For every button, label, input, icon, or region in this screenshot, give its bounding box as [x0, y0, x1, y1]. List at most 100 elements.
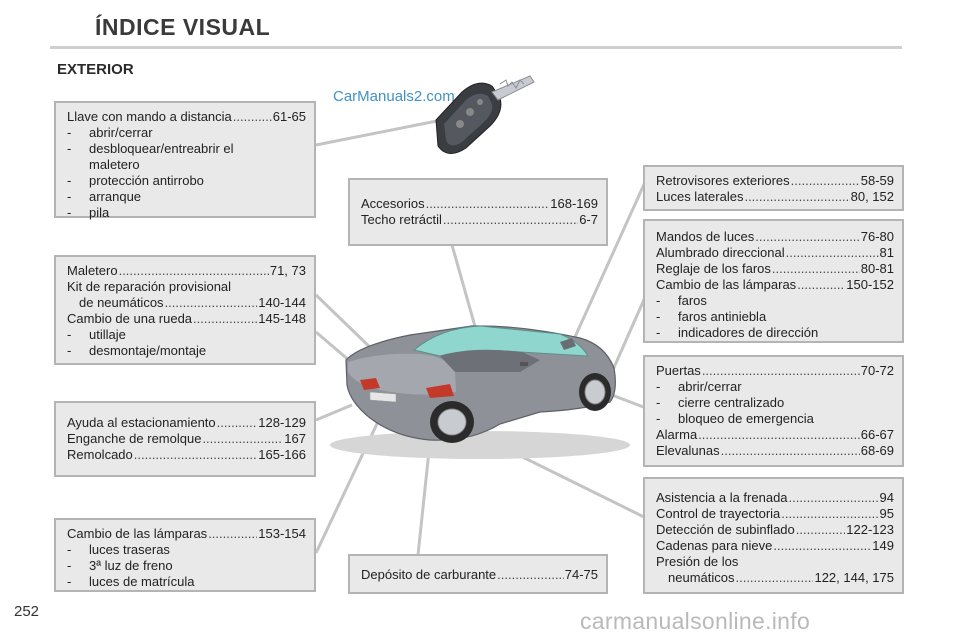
- box-deposito: Depósito de carburante 74-75: [348, 554, 608, 594]
- bullet-continuation: maletero: [67, 157, 306, 173]
- box-puertas: Puertas70-72 -abrir/cerrar -cierre centr…: [643, 355, 904, 467]
- leader-dots: [721, 443, 860, 459]
- bullet-item: -desmontaje/montaje: [67, 343, 207, 358]
- bullet-item: -cierre centralizado: [656, 395, 785, 410]
- entry-pages: 58-59: [860, 173, 894, 188]
- bullet-text: utillaje: [89, 327, 126, 342]
- entry-mandos[interactable]: Mandos de luces76-80: [656, 229, 894, 245]
- leader-dots: [497, 567, 564, 583]
- entry-reglaje[interactable]: Reglaje de los faros80-81: [656, 261, 894, 277]
- bullet-text: desbloquear/entreabrir el: [89, 141, 234, 156]
- entry-deposito[interactable]: Depósito de carburante 74-75: [361, 567, 598, 583]
- entry-pages: 94: [879, 490, 894, 505]
- entry-pages: 95: [879, 506, 894, 521]
- entry-presion[interactable]: Presión de los: [656, 554, 894, 570]
- leader-mandos: [610, 294, 648, 373]
- bullet-item: -pila: [67, 205, 110, 220]
- entry-label: Depósito de carburante: [361, 567, 497, 582]
- watermark-bottom: carmanualsonline.info: [580, 608, 811, 634]
- entry-elevalunas[interactable]: Elevalunas 68-69: [656, 443, 894, 459]
- bullet-item: -faros antiniebla: [656, 309, 767, 324]
- leader-dots: [208, 526, 257, 542]
- bullet-text: cierre centralizado: [678, 395, 785, 410]
- entry-pages: 71, 73: [269, 263, 306, 278]
- entry-remolcado[interactable]: Remolcado165-166: [67, 447, 306, 463]
- entry-alarma[interactable]: Alarma66-67: [656, 427, 894, 443]
- entry-ayuda[interactable]: Ayuda al estacionamiento 128-129: [67, 415, 306, 431]
- key-fob-image: [435, 75, 535, 154]
- bullet-item: -luces traseras: [67, 542, 170, 557]
- entry-pages: 122, 144, 175: [814, 570, 894, 585]
- leader-dots: [789, 490, 879, 506]
- entry-pages: 145-148: [258, 311, 306, 326]
- entry-label: Maletero: [67, 263, 118, 278]
- entry-retrovisores[interactable]: Retrovisores exteriores58-59: [656, 173, 894, 189]
- entry-accesorios[interactable]: Accesorios168-169: [361, 196, 598, 212]
- bullet-item: -desbloquear/entreabrir el: [67, 141, 234, 156]
- entry-label: Elevalunas: [656, 443, 720, 458]
- bullet-item: -abrir/cerrar: [67, 125, 153, 140]
- leader-retrovisores: [568, 179, 648, 349]
- entry-pages: 80, 152: [850, 189, 894, 204]
- entry-alumbrado[interactable]: Alumbrado direccional81: [656, 245, 894, 261]
- entry-lamparas-tras[interactable]: Cambio de las lámparas153-154: [67, 526, 306, 542]
- leader-dots: [755, 229, 859, 245]
- entry-label: Ayuda al estacionamiento: [67, 415, 216, 430]
- leader-dots: [781, 506, 878, 522]
- leader-accesorios: [450, 244, 478, 331]
- leader-dots: [193, 311, 257, 327]
- leader-dots: [233, 109, 272, 125]
- bullet-item: -bloqueo de emergencia: [656, 411, 814, 426]
- entry-neumaticos[interactable]: de neumáticos140-144: [67, 295, 306, 311]
- entry-puertas[interactable]: Puertas70-72: [656, 363, 894, 379]
- leader-dots: [773, 538, 871, 554]
- entry-pages: 165-166: [258, 447, 306, 462]
- bullet-item: -luces de matrícula: [67, 574, 195, 589]
- entry-label: Alarma: [656, 427, 698, 442]
- title-rule: [50, 46, 902, 49]
- entry-asistencia[interactable]: Asistencia a la frenada94: [656, 490, 894, 506]
- entry-techo[interactable]: Techo retráctil6-7: [361, 212, 598, 228]
- bullet-item: -indicadores de dirección: [656, 325, 819, 340]
- entry-pages: 61-65: [272, 109, 306, 124]
- entry-label: Alumbrado direccional: [656, 245, 785, 260]
- box-asistencia: Asistencia a la frenada94 Control de tra…: [643, 477, 904, 594]
- leader-dots: [797, 277, 845, 293]
- entry-llave[interactable]: Llave con mando a distancia61-65: [67, 109, 306, 125]
- leader-dots: [744, 189, 849, 205]
- entry-presion-neumaticos[interactable]: neumáticos 122, 144, 175: [656, 570, 894, 586]
- entry-kit[interactable]: Kit de reparación provisional: [67, 279, 306, 295]
- bullet-text: luces de matrícula: [89, 574, 195, 589]
- entry-pages: 128-129: [258, 415, 306, 430]
- bullet-text: luces traseras: [89, 542, 170, 557]
- entry-cadenas[interactable]: Cadenas para nieve 149: [656, 538, 894, 554]
- section-title: EXTERIOR: [57, 61, 134, 78]
- entry-label: Reglaje de los faros: [656, 261, 771, 276]
- leader-dots: [165, 295, 258, 311]
- entry-lamparas-del[interactable]: Cambio de las lámparas150-152: [656, 277, 894, 293]
- entry-label: Cambio de una rueda: [67, 311, 193, 326]
- entry-maletero[interactable]: Maletero 71, 73: [67, 263, 306, 279]
- entry-luces-laterales[interactable]: Luces laterales80, 152: [656, 189, 894, 205]
- entry-label: Detección de subinflado: [656, 522, 795, 537]
- entry-label: neumáticos: [668, 570, 735, 585]
- entry-pages: 74-75: [564, 567, 598, 582]
- entry-label: Techo retráctil: [361, 212, 442, 227]
- entry-control[interactable]: Control de trayectoria95: [656, 506, 894, 522]
- entry-subinflado[interactable]: Detección de subinflado122-123: [656, 522, 894, 538]
- bullet-text: faros antiniebla: [678, 309, 767, 324]
- entry-pages: 68-69: [860, 443, 894, 458]
- bullet-text: abrir/cerrar: [89, 125, 153, 140]
- entry-pages: 149: [872, 538, 894, 553]
- bullet-item: -arranque: [67, 189, 142, 204]
- entry-label: Mandos de luces: [656, 229, 755, 244]
- car-image: [330, 325, 630, 459]
- bullet-text: faros: [678, 293, 707, 308]
- entry-label: Cadenas para nieve: [656, 538, 773, 553]
- entry-enganche[interactable]: Enganche de remolque167: [67, 431, 306, 447]
- leader-dots: [772, 261, 860, 277]
- entry-cambio-rueda[interactable]: Cambio de una rueda 145-148: [67, 311, 306, 327]
- leader-dots: [796, 522, 846, 538]
- leader-dots: [202, 431, 283, 447]
- entry-pages: 167: [284, 431, 306, 446]
